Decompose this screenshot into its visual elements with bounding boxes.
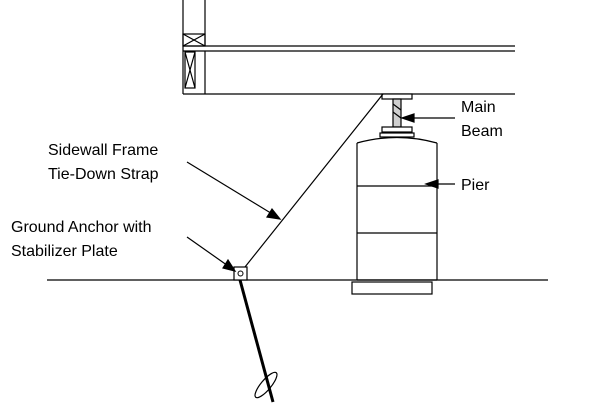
main-beam-arrowhead bbox=[400, 113, 415, 123]
strap-label-line1: Sidewall Frame bbox=[48, 142, 158, 159]
strap-label-line2: Tie-Down Strap bbox=[48, 166, 159, 183]
strap-leader bbox=[186, 161, 275, 216]
anchor-label-line1: Ground Anchor with bbox=[11, 219, 152, 236]
main-beam-label-line2: Beam bbox=[461, 123, 503, 140]
ground-anchor bbox=[233, 266, 278, 403]
pier-arrowhead bbox=[424, 179, 439, 189]
anchor-leader bbox=[186, 236, 232, 269]
main-beam bbox=[379, 93, 415, 138]
tie-down-strap bbox=[240, 93, 384, 273]
anchor-arrowhead bbox=[222, 258, 237, 272]
main-beam-label-line1: Main bbox=[461, 99, 496, 116]
anchor-label-line2: Stabilizer Plate bbox=[11, 243, 118, 260]
strap-arrowhead bbox=[266, 207, 282, 220]
leaders bbox=[186, 113, 455, 272]
pier bbox=[351, 136, 438, 295]
wall-frame bbox=[182, 0, 206, 94]
floor-joist bbox=[183, 45, 515, 95]
pier-label: Pier bbox=[461, 177, 490, 194]
